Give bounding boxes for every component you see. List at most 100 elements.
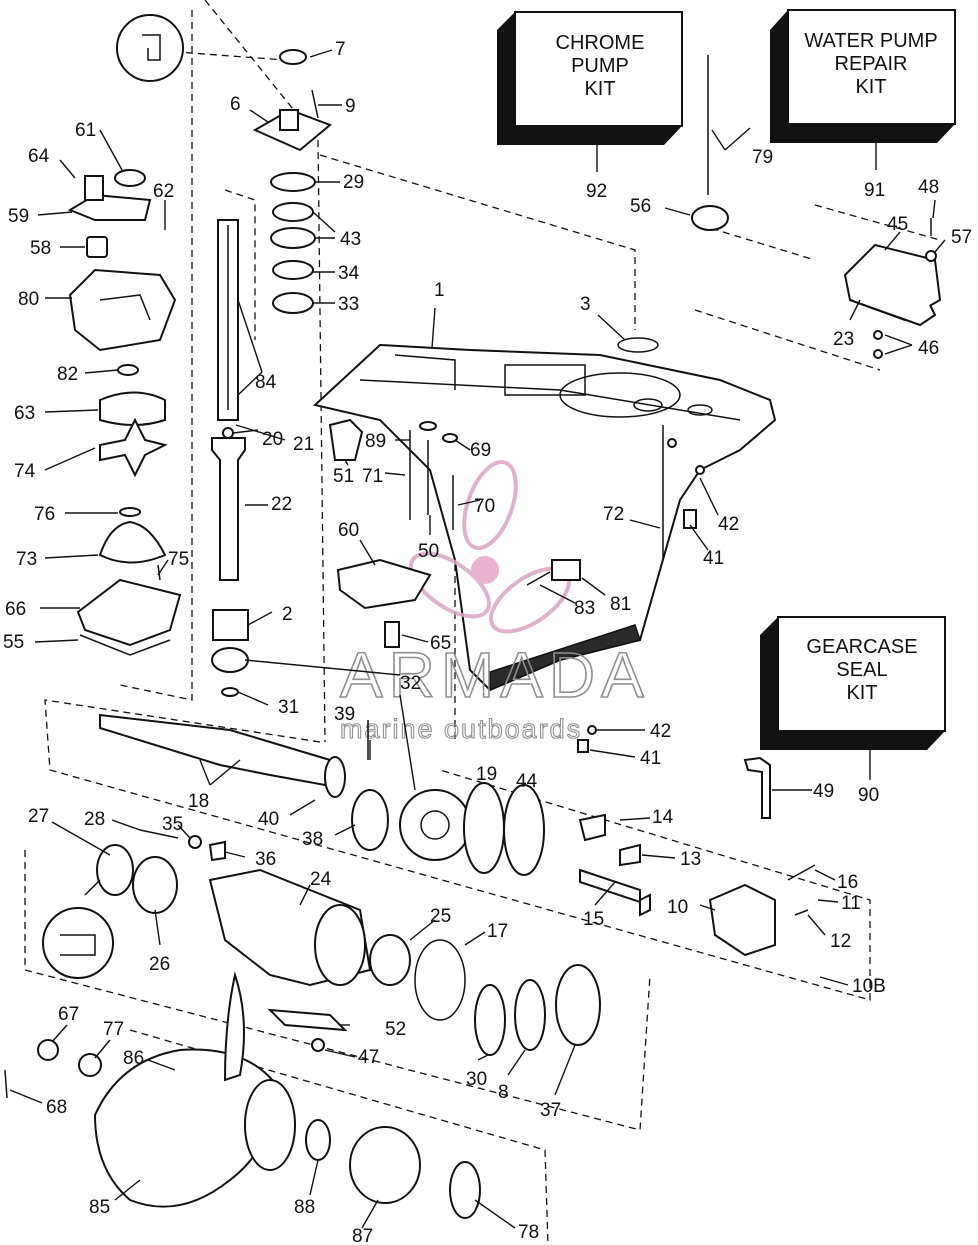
callout-59: 59 [8, 206, 29, 227]
callout-6: 6 [230, 94, 241, 115]
callout-16: 16 [837, 872, 858, 893]
callout-labels: 1 2 3 6 7 8 9 10 10B 11 12 13 14 15 16 1… [3, 39, 972, 1245]
kit-chrome-line-1: CHROME [556, 32, 645, 54]
callout-92: 92 [586, 181, 607, 202]
callout-74: 74 [14, 461, 36, 482]
callout-66: 66 [5, 599, 26, 620]
callout-28: 28 [84, 809, 105, 830]
callout-9: 9 [345, 96, 356, 117]
callout-30: 30 [466, 1069, 487, 1090]
watermark-tagline: marine outboards [340, 714, 582, 744]
callout-42-lower: 42 [650, 721, 671, 742]
callout-44: 44 [516, 771, 538, 792]
callout-60: 60 [338, 520, 359, 541]
callout-47: 47 [358, 1047, 379, 1068]
callout-71: 71 [362, 466, 383, 487]
callout-18: 18 [188, 791, 209, 812]
callout-57: 57 [951, 227, 972, 248]
callout-43: 43 [340, 229, 361, 250]
callout-56: 56 [630, 196, 651, 217]
callout-24: 24 [310, 869, 332, 890]
callout-15: 15 [583, 909, 604, 930]
callout-11: 11 [841, 893, 861, 914]
callout-62: 62 [153, 181, 174, 202]
callout-65: 65 [430, 633, 451, 654]
callout-2: 2 [282, 604, 293, 625]
callout-77: 77 [103, 1019, 124, 1040]
callout-26: 26 [149, 954, 170, 975]
callout-75: 75 [168, 549, 189, 570]
callout-48: 48 [918, 177, 939, 198]
callout-72: 72 [603, 504, 624, 525]
callout-55: 55 [3, 632, 24, 653]
callout-81: 81 [610, 594, 631, 615]
kit-chrome-line-3: KIT [584, 78, 615, 100]
callout-50: 50 [418, 541, 439, 562]
callout-67: 67 [58, 1004, 79, 1025]
water-pump-parts [67, 14, 184, 656]
callout-34: 34 [338, 263, 360, 284]
callout-14: 14 [652, 807, 674, 828]
callout-91: 91 [864, 180, 885, 201]
callout-84: 84 [255, 372, 277, 393]
kit-seal-line-3: KIT [846, 682, 877, 704]
callout-41-upper: 41 [703, 548, 724, 569]
callout-90: 90 [858, 785, 879, 806]
callout-49: 49 [813, 781, 834, 802]
kit-chrome-line-2: PUMP [571, 55, 629, 77]
kit-water-line-1: WATER PUMP [804, 30, 937, 52]
callout-8: 8 [498, 1082, 509, 1103]
driveshaft-parts [211, 49, 369, 760]
assembly-outlines [24, 0, 941, 1245]
propeller-shaft-parts [42, 713, 816, 1056]
callout-41-lower: 41 [640, 748, 661, 769]
callout-25: 25 [430, 906, 451, 927]
callout-76: 76 [34, 504, 55, 525]
callout-51: 51 [333, 466, 354, 487]
callout-58: 58 [30, 238, 51, 259]
callout-22: 22 [271, 494, 292, 515]
kit-water-line-2: REPAIR [835, 53, 908, 75]
callout-64: 64 [28, 146, 50, 167]
kit-water-line-3: KIT [855, 76, 886, 98]
callout-68: 68 [46, 1097, 67, 1118]
callout-39: 39 [334, 704, 355, 725]
callout-45: 45 [887, 214, 908, 235]
callout-21: 21 [293, 434, 314, 455]
callout-89: 89 [365, 431, 386, 452]
callout-87: 87 [352, 1226, 373, 1245]
callout-19: 19 [476, 764, 497, 785]
watermark-brand: ARMADA [340, 639, 650, 711]
callout-13: 13 [680, 849, 701, 870]
callout-10: 10 [667, 897, 688, 918]
callout-10b: 10B [852, 976, 886, 997]
callout-42-upper: 42 [718, 514, 739, 535]
right-side-parts [139, 55, 942, 917]
callout-52: 52 [385, 1019, 406, 1040]
callout-3: 3 [580, 294, 591, 315]
callout-29: 29 [343, 172, 364, 193]
callout-80: 80 [18, 289, 39, 310]
callout-40: 40 [258, 809, 279, 830]
callout-63: 63 [14, 403, 35, 424]
callout-12: 12 [830, 931, 851, 952]
callout-85: 85 [89, 1197, 110, 1218]
callout-78: 78 [518, 1222, 539, 1243]
callout-37: 37 [540, 1100, 561, 1121]
callout-73: 73 [16, 549, 37, 570]
callout-20: 20 [262, 429, 283, 450]
callout-70: 70 [474, 496, 495, 517]
callout-86: 86 [123, 1048, 144, 1069]
callout-35: 35 [162, 814, 183, 835]
gearcase-housing [312, 343, 777, 692]
callout-38: 38 [302, 829, 323, 850]
callout-23: 23 [833, 329, 854, 350]
callout-79: 79 [752, 147, 773, 168]
callout-83: 83 [574, 598, 595, 619]
